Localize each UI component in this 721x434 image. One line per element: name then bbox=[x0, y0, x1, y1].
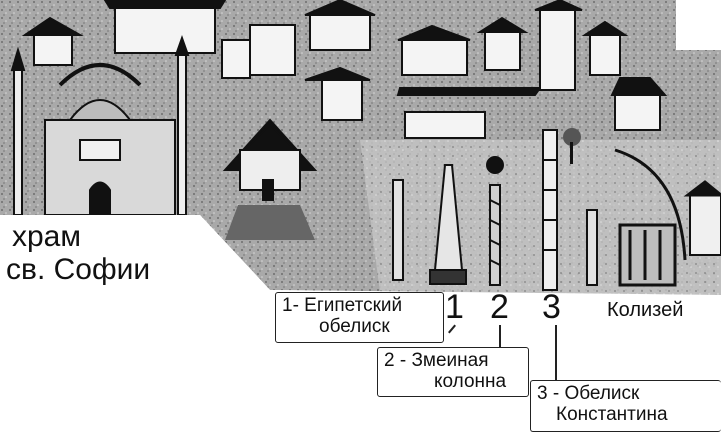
label-hagia-sophia-line1: храм bbox=[12, 220, 81, 253]
column-stubs bbox=[392, 179, 598, 286]
top-buildings bbox=[21, 0, 721, 139]
label-colosseum: Колизей bbox=[607, 299, 684, 321]
central-church-drawing bbox=[222, 118, 318, 240]
callout-egyptian-obelisk: 1- Египетский обелиск bbox=[275, 292, 444, 343]
callout-2-line1: 2 - Змеиная bbox=[384, 350, 489, 371]
monument-constantine-obelisk bbox=[542, 129, 558, 291]
monument-serpent-column bbox=[486, 156, 504, 286]
callout-3-line2: Константина bbox=[556, 404, 668, 425]
callout-1-line1: 1- Египетский bbox=[282, 295, 403, 316]
leader-line-2 bbox=[499, 325, 501, 347]
label-hagia-sophia-line2: св. Софии bbox=[6, 253, 151, 286]
callout-2-line2: колонна bbox=[434, 371, 507, 392]
colosseum-drawing bbox=[614, 148, 721, 287]
tree-drawing bbox=[563, 128, 581, 164]
monument-egyptian-obelisk bbox=[429, 164, 467, 285]
marker-number-1: 1 bbox=[445, 288, 464, 326]
callout-serpent-column: 2 - Змеиная колонна bbox=[377, 347, 529, 397]
callout-3-line1: 3 - Обелиск bbox=[537, 383, 640, 404]
marker-number-2: 2 bbox=[490, 288, 509, 326]
callout-1-line2: обелиск bbox=[319, 316, 390, 337]
callout-constantine-obelisk: 3 - Обелиск Константина bbox=[530, 380, 721, 432]
leader-line-3 bbox=[555, 325, 557, 381]
marker-number-3: 3 bbox=[542, 288, 561, 326]
